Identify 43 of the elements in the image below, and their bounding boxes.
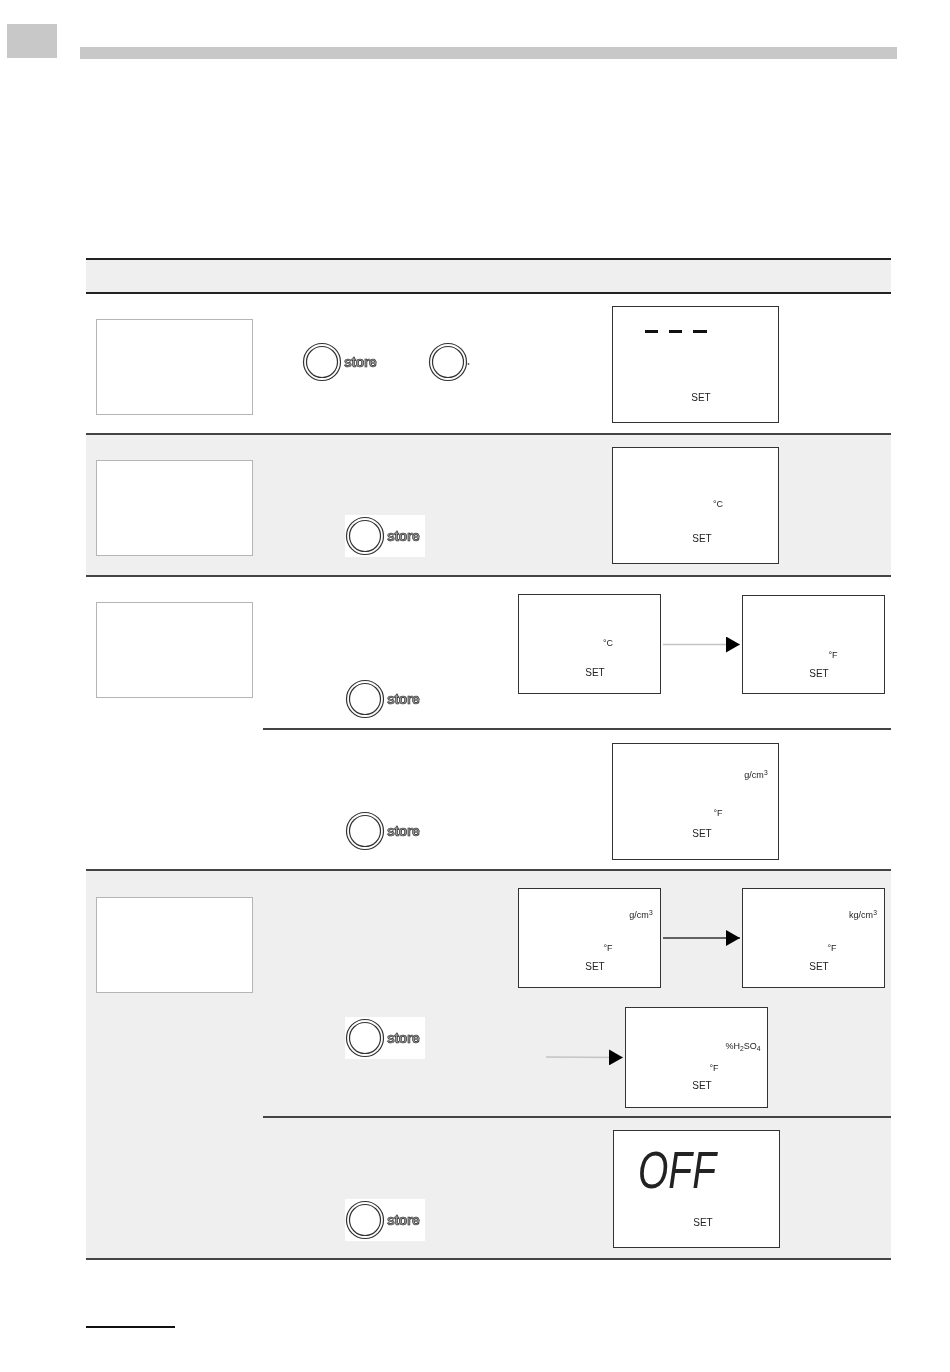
unit-indicator: kg/cm$^{3}$ [849,910,877,920]
set-indicator: SET [809,962,829,972]
lcd-display [612,447,779,564]
set-indicator: SET [693,1218,713,1228]
unit-indicator: °C [712,499,724,509]
empty-box [96,897,253,993]
unit-indicator: g/cm$^{3}$ [744,770,768,780]
unit-indicator: °C [602,638,614,648]
key-label: store [387,692,420,706]
key-label: store [344,355,377,369]
key-label: store [387,529,420,543]
lcd-display [625,1007,768,1108]
key-label: store [387,1031,420,1045]
lcd-display [518,888,661,988]
lcd-display [613,1130,780,1248]
arrow [662,930,741,946]
unit-indicator: g/cm$^{3}$ [629,910,653,920]
set-indicator: SET [809,669,829,679]
unit-indicator: °F [603,943,613,953]
set-indicator: SET [585,962,605,972]
empty-box [96,319,253,415]
set-indicator: SET [585,668,605,678]
unit-indicator: °F [709,1063,719,1073]
empty-box [96,460,253,556]
lcd-display [612,306,779,423]
set-indicator: SET [691,393,711,403]
lcd-display [612,743,779,860]
display-readout: OFF [638,1144,716,1196]
unit-indicator: °F [713,808,723,818]
unit-indicator: °F [828,650,838,660]
unit-indicator: °F [827,943,837,953]
empty-box [96,602,253,698]
arrow [662,636,741,653]
set-indicator: SET [692,1081,712,1091]
arrow [545,1049,624,1066]
lcd-display [742,888,885,988]
set-indicator: SET [692,534,712,544]
key-label: store [387,824,420,838]
lcd-display [742,595,885,694]
set-indicator: SET [692,829,712,839]
unit-indicator: %H$_{2}$SO$_{4}$ [725,1041,761,1051]
key-label: store [387,1213,420,1227]
lcd-display [518,594,661,694]
